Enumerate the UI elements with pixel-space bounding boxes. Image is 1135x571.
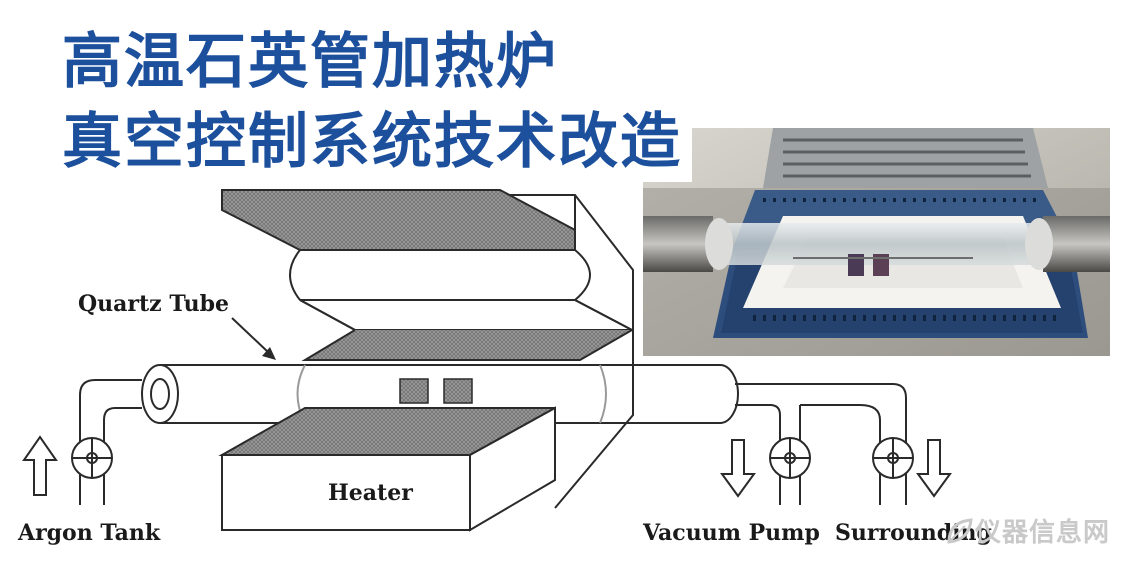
argon-tank-inlet-arrow-icon xyxy=(22,435,58,496)
quartz-tube xyxy=(141,364,739,424)
sample-1 xyxy=(399,378,429,404)
upper-heating-plates xyxy=(221,189,633,361)
quartz-tube-label: Quartz Tube xyxy=(78,291,229,317)
leaf-logo-icon xyxy=(947,517,973,544)
argon-tank-label: Argon Tank xyxy=(17,520,161,546)
quartz-tube-pointer xyxy=(231,317,269,353)
argon-pipe xyxy=(79,379,142,505)
furnace-photo xyxy=(643,128,1110,356)
vacuum-pump-outlet-arrow-icon xyxy=(720,439,756,498)
title-line-2: 真空控制系统技术改造 xyxy=(52,102,692,182)
watermark-text: 仪器信息网 xyxy=(974,518,1110,548)
quartz-tube-pointer-head-icon xyxy=(262,347,276,360)
watermark: 仪器信息网 xyxy=(945,512,1110,549)
heater-label: Heater xyxy=(328,480,413,506)
surrounding-valve-icon xyxy=(872,437,914,479)
vacuum-valve-icon xyxy=(769,437,811,479)
surrounding-outlet-arrow-icon xyxy=(916,439,952,498)
vacuum-pump-label: Vacuum Pump xyxy=(642,520,820,546)
title-line-1: 高温石英管加热炉 xyxy=(52,22,568,102)
title-block: 高温石英管加热炉 真空控制系统技术改造 xyxy=(52,22,692,182)
heater-block xyxy=(218,406,556,532)
sample-2 xyxy=(443,378,473,404)
argon-valve-icon xyxy=(71,437,113,479)
